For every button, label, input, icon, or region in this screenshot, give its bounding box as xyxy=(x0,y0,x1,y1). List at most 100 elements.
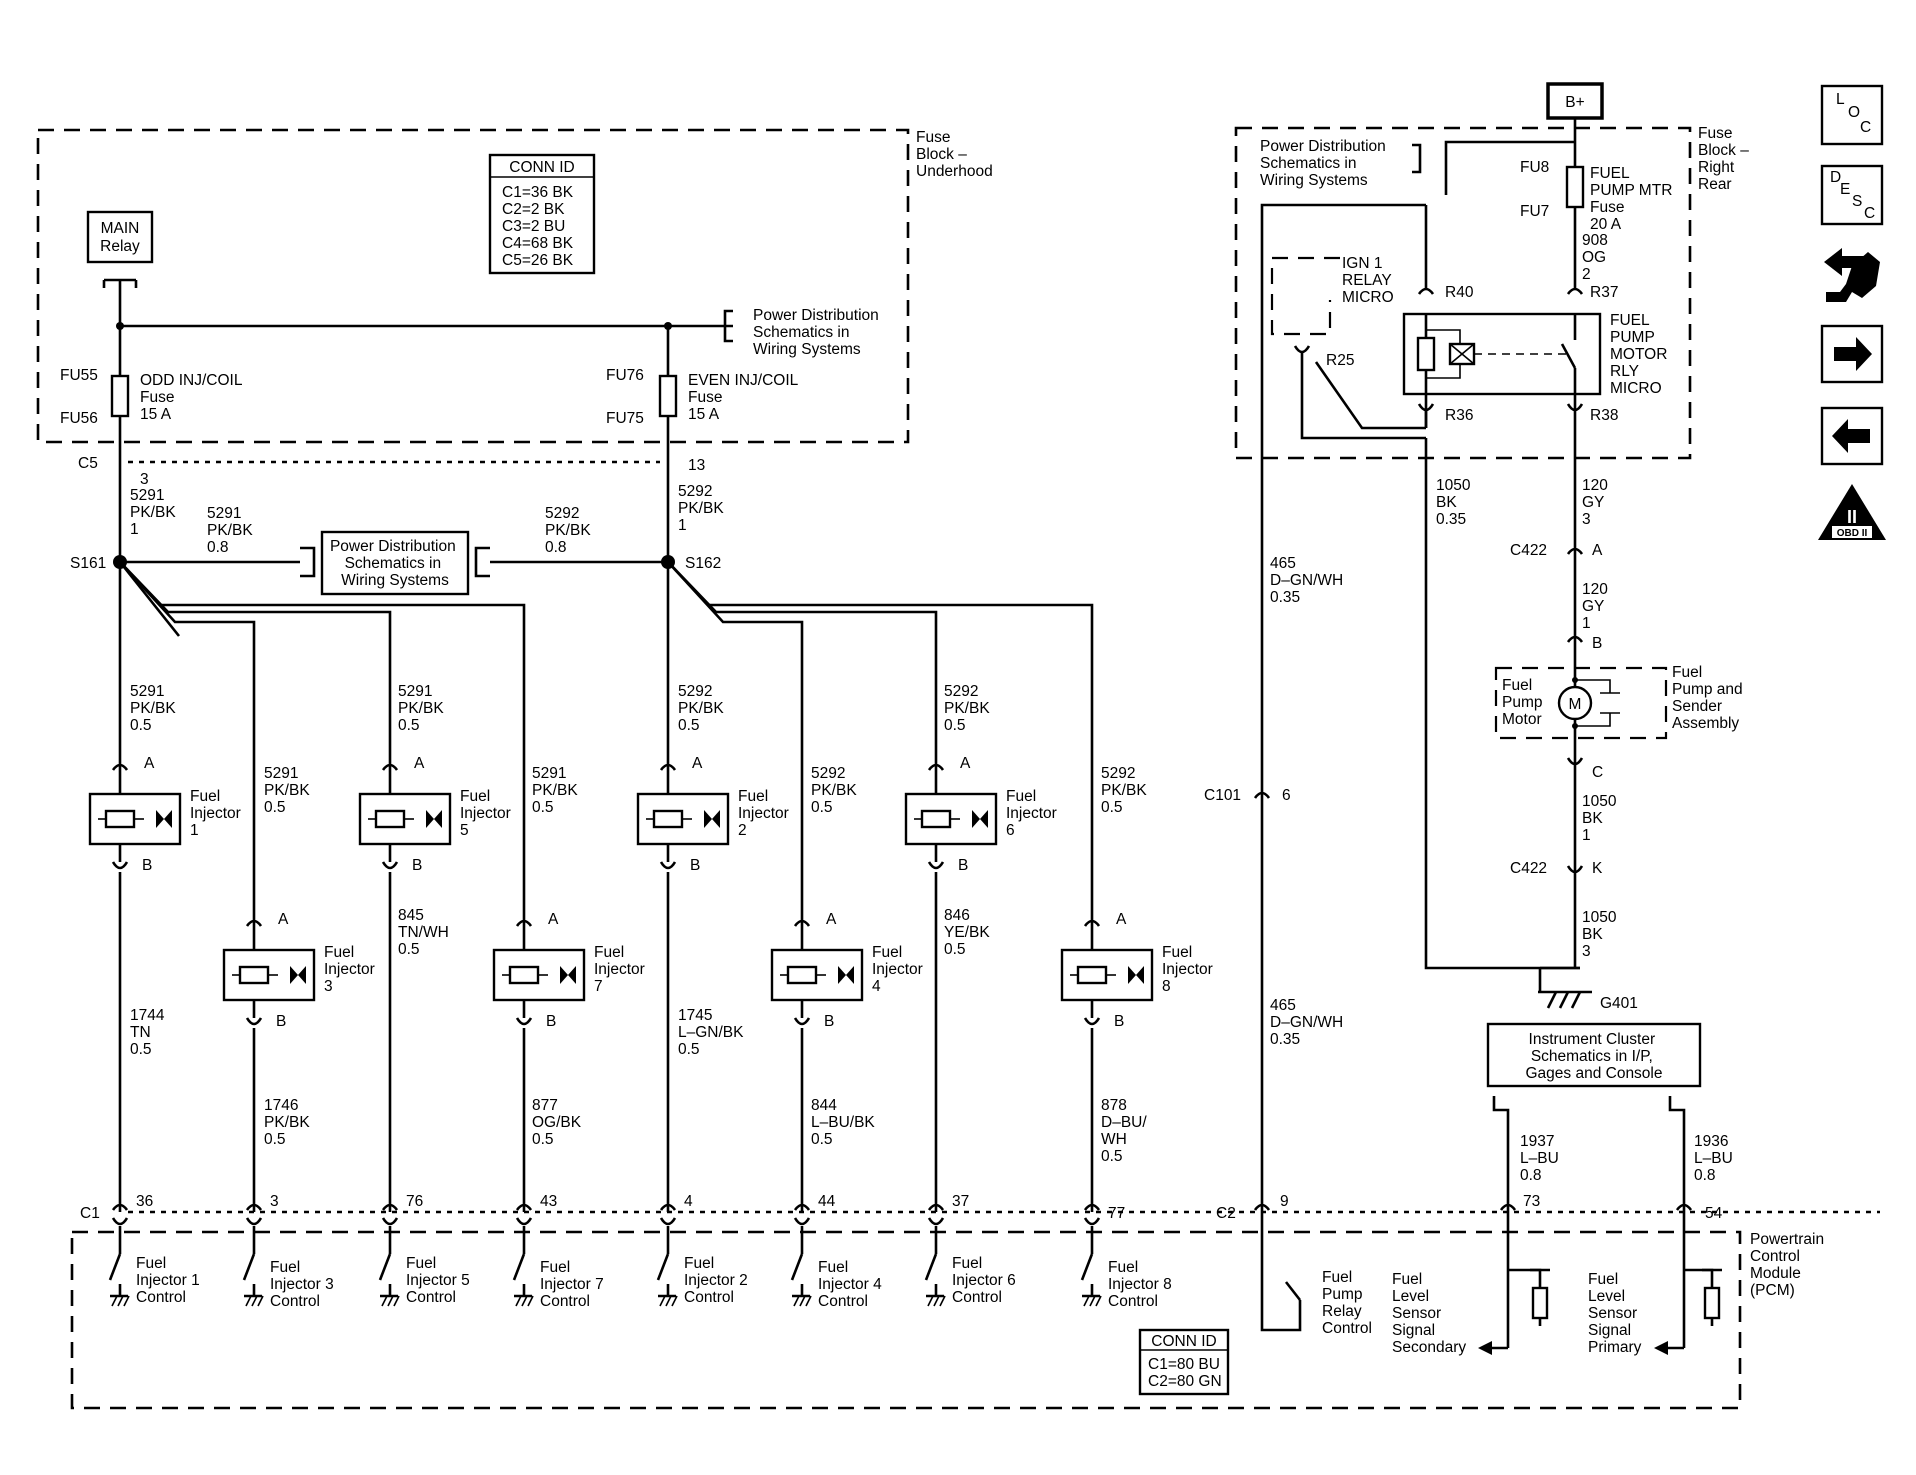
ground-g401 xyxy=(1538,966,1592,1009)
svg-text:E: E xyxy=(1840,181,1850,198)
connector-c101-6 xyxy=(1253,791,1271,799)
svg-text:13: 13 xyxy=(688,457,705,474)
connector-pin-b xyxy=(793,1017,811,1026)
svg-text:B: B xyxy=(958,857,968,874)
svg-text:R25: R25 xyxy=(1326,352,1354,369)
connector-pin-b xyxy=(381,861,399,870)
c1-pin-43 xyxy=(515,1203,533,1211)
svg-text:A: A xyxy=(414,755,425,772)
next-page-arrow-icon[interactable] xyxy=(1820,324,1884,384)
connector-r25 xyxy=(1293,345,1311,354)
connector-swap-icon[interactable] xyxy=(1824,248,1880,302)
svg-text:465 D–GN/WH 0.35: 465 D–GN/WH 0.35 xyxy=(1270,997,1348,1048)
conn-id-fuse-table: CONN ID C1=36 BK C2=2 BK C3=2 BU C4=68 B… xyxy=(488,153,596,275)
svg-text:Power Distribution Schemat: Power Distribution Schematics in Wiring … xyxy=(330,538,460,589)
svg-text:FU8: FU8 xyxy=(1520,159,1549,176)
svg-text:K: K xyxy=(1592,860,1603,877)
svg-text:G401: G401 xyxy=(1600,995,1638,1012)
connector-r40 xyxy=(1417,287,1435,295)
svg-text:43: 43 xyxy=(540,1193,557,1210)
c1-pin-77-mate xyxy=(1083,1217,1101,1226)
svg-text:6: 6 xyxy=(1282,787,1291,804)
svg-text:FUEL PUMP MTR Fuse: FUEL PUMP MTR Fuse 20 A xyxy=(1590,165,1677,233)
svg-text:A: A xyxy=(144,755,155,772)
previous-page-arrow-icon[interactable] xyxy=(1820,406,1884,466)
main-relay: MAIN Relay xyxy=(86,210,154,326)
svg-text:FU75: FU75 xyxy=(606,410,644,427)
svg-text:B: B xyxy=(276,1013,286,1030)
svg-text:A: A xyxy=(692,755,703,772)
svg-text:C2: C2 xyxy=(1216,1205,1236,1222)
svg-text:IGN 1 RELAY MICRO: IGN 1 RELAY MICRO xyxy=(1342,255,1396,306)
conn-id-pcm-table: CONN ID C1=80 BU C2=80 GN xyxy=(1138,1328,1230,1396)
pcm-label: Powertrain Control Module (PCM) xyxy=(1750,1231,1828,1299)
svg-text:C1: C1 xyxy=(80,1205,100,1222)
fuse-block-underhood-outline xyxy=(36,128,910,444)
svg-text:R36: R36 xyxy=(1445,407,1473,424)
svg-text:36: 36 xyxy=(136,1193,153,1210)
fuse-fuel-pump-mtr xyxy=(1565,165,1585,209)
c1-pin-36-mate xyxy=(111,1217,129,1226)
connector-r36 xyxy=(1417,403,1435,412)
svg-text:A: A xyxy=(278,911,289,928)
c1-pin-44-mate xyxy=(793,1217,811,1226)
svg-text:S162: S162 xyxy=(685,555,721,572)
svg-text:37: 37 xyxy=(952,1193,969,1210)
svg-text:5292 PK/BK 1: 5292 PK/BK 1 xyxy=(678,483,728,534)
connector-pin-a xyxy=(927,763,945,771)
svg-text:L: L xyxy=(1836,91,1845,108)
side-button-location[interactable]: L O C xyxy=(1820,84,1884,146)
connector-pin-b xyxy=(659,861,677,870)
svg-text:O: O xyxy=(1848,104,1860,121)
svg-text:5292 PK/BK 0.8: 5292 PK/BK 0.8 xyxy=(545,505,595,556)
side-button-description[interactable]: D E S C xyxy=(1820,164,1884,226)
svg-text:4: 4 xyxy=(684,1193,693,1210)
fuel-pump-motor-relay-micro xyxy=(1402,312,1602,396)
svg-text:B: B xyxy=(412,857,422,874)
svg-text:120 GY 1: 120 GY 1 xyxy=(1582,581,1612,632)
svg-text:A: A xyxy=(826,911,837,928)
fuel-pump-motor-symbol xyxy=(1557,685,1593,721)
power-dist-ref-mid xyxy=(320,530,470,596)
connector-c2-54 xyxy=(1675,1203,1693,1211)
obd-ii-warning-icon[interactable]: II OBD II xyxy=(1818,484,1886,540)
svg-text:Fuel Level Sensor: Fuel Level Sensor Signal Secondary xyxy=(1392,1271,1466,1356)
instrument-cluster-ref xyxy=(1486,1022,1702,1088)
fuse-block-right-rear-label: Fuse Block – Right Rear xyxy=(1698,125,1753,193)
svg-text:B: B xyxy=(1114,1013,1124,1030)
svg-text:A: A xyxy=(1592,542,1603,559)
svg-text:908 OG 2: 908 OG 2 xyxy=(1582,232,1612,283)
c1-pin-37-mate xyxy=(927,1217,945,1226)
svg-text:CONN ID: CONN ID xyxy=(509,159,574,176)
svg-text:S161: S161 xyxy=(70,555,106,572)
svg-text:FU76: FU76 xyxy=(606,367,644,384)
svg-text:C1=36 BK C2=2 BK C: C1=36 BK C2=2 BK C3=2 BU C4=68 BK C5=26 … xyxy=(502,184,577,269)
svg-text:FUEL PUMP MOTOR RL: FUEL PUMP MOTOR RLY MICRO xyxy=(1610,312,1672,397)
connector-pin-b xyxy=(111,861,129,870)
c1-pin-3 xyxy=(245,1203,263,1211)
connector-c422-k xyxy=(1566,865,1584,874)
svg-text:Fuel Pump Relay Co: Fuel Pump Relay Control xyxy=(1322,1269,1372,1337)
svg-text:3: 3 xyxy=(270,1193,279,1210)
